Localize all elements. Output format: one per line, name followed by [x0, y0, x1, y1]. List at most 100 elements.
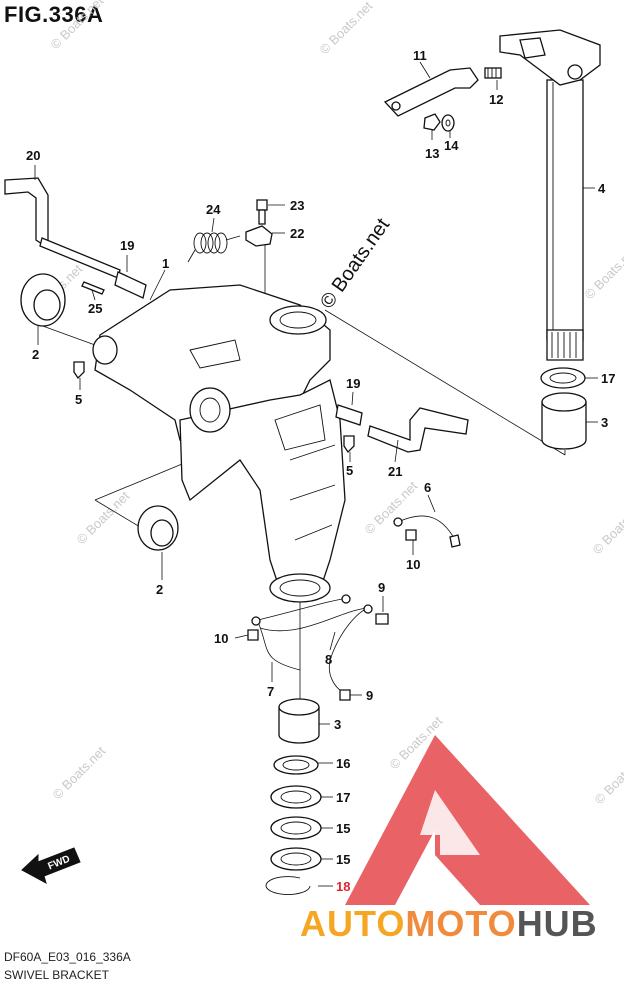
bushing-body — [33, 289, 61, 321]
guide-line — [324, 309, 566, 456]
washer-15 — [270, 816, 322, 840]
spring-part — [187, 232, 241, 263]
thrust-washer-part — [540, 367, 586, 389]
callout-23: 23 — [290, 198, 304, 213]
callout-24: 24 — [206, 202, 221, 217]
logo-word: AUTOMOTOHUB — [300, 903, 598, 944]
watermark: © Boats.net — [317, 0, 376, 57]
screw-part — [247, 629, 259, 641]
callout-7: 7 — [267, 684, 274, 699]
forward-direction-arrow: FWD — [21, 847, 81, 885]
pin-part — [335, 404, 363, 426]
bolt-part — [375, 613, 389, 625]
bolt-thread — [487, 68, 497, 78]
callout-15: 15 — [336, 852, 350, 867]
grease-nipple-part — [73, 361, 85, 380]
washer-15 — [270, 847, 322, 871]
leader — [234, 634, 249, 639]
washer-part — [441, 114, 455, 132]
callout-5: 5 — [75, 392, 82, 407]
column-bottom-bore-inner — [279, 579, 321, 597]
column-bottom-bore — [269, 573, 331, 603]
washer-inner — [282, 759, 310, 771]
pivot-bore — [199, 397, 221, 423]
ring-terminal — [251, 616, 261, 626]
leader — [427, 494, 436, 513]
nut-part — [423, 113, 441, 131]
yoke-slot — [519, 37, 546, 59]
bolt-part — [484, 67, 502, 79]
lever-right-part — [367, 407, 469, 453]
callout-17: 17 — [601, 371, 615, 386]
shaft-spline — [546, 329, 584, 361]
watermark-large: © Boats.net — [316, 214, 394, 313]
leader — [149, 269, 166, 301]
callout-8: 8 — [325, 652, 332, 667]
coil — [193, 232, 207, 254]
watermark: © Boats.net — [590, 498, 624, 557]
bolt-part — [339, 689, 351, 701]
callout-10: 10 — [406, 557, 420, 572]
sleeve-body — [278, 706, 320, 744]
sleeve-top — [541, 392, 587, 412]
callout-labels: 11 12 13 14 4 20 24 23 22 19 1 25 2 5 17… — [26, 48, 615, 894]
lever-part — [4, 177, 49, 245]
callout-12: 12 — [489, 92, 503, 107]
callout-14: 14 — [444, 138, 459, 153]
guide-line — [39, 324, 96, 346]
coil — [200, 232, 214, 254]
document-name: SWIVEL BRACKET — [4, 968, 109, 982]
bushing-part-upper — [20, 273, 66, 327]
bushing-sleeve-lower — [278, 698, 320, 744]
washer-inner — [549, 372, 577, 384]
watermark: © Boats.net — [592, 748, 624, 807]
clamp-part — [245, 225, 273, 247]
swivel-bracket-body — [92, 284, 346, 603]
callout-4: 4 — [598, 181, 606, 196]
callout-11: 11 — [413, 48, 427, 63]
small-pin-part — [81, 281, 105, 295]
column-top-bore-inner — [279, 311, 317, 329]
callout-5: 5 — [346, 463, 353, 478]
wire-part — [259, 607, 369, 691]
bushing-body — [150, 519, 174, 547]
bracket-web — [274, 404, 326, 451]
watermark: © Boats.net — [50, 743, 109, 802]
leader — [394, 439, 399, 463]
logo-word-hub: HUB — [517, 903, 598, 944]
callout-18: 18 — [336, 879, 350, 894]
watermark: © Boats.net — [582, 243, 624, 302]
sleeve-top — [278, 698, 320, 716]
callout-22: 22 — [290, 226, 304, 241]
callout-21: 21 — [388, 464, 402, 479]
callout-19: 19 — [346, 376, 360, 391]
bushing-sleeve-upper — [541, 392, 587, 450]
callout-3: 3 — [334, 717, 341, 732]
callout-1: 1 — [162, 256, 169, 271]
washer-inner — [280, 790, 312, 804]
screw-part — [405, 529, 417, 541]
leader — [419, 61, 431, 79]
leader — [91, 289, 96, 301]
logo-triangle-cutout — [420, 790, 480, 855]
callout-16: 16 — [336, 756, 350, 771]
watermark: © Boats.net — [362, 478, 421, 537]
wire-part — [257, 621, 301, 671]
pivot-boss-left — [92, 335, 118, 365]
callout-9: 9 — [366, 688, 373, 703]
callout-6: 6 — [424, 480, 431, 495]
callout-25: 25 — [88, 301, 102, 316]
callout-19: 19 — [120, 238, 134, 253]
callout-3: 3 — [601, 415, 608, 430]
automotohub-logo: AUTOMOTOHUB — [300, 735, 598, 944]
callout-leaders — [34, 61, 598, 887]
wire-end — [449, 534, 461, 548]
logo-word-auto: AUTO — [300, 903, 405, 944]
pin-part — [114, 271, 147, 299]
fwd-arrow-shape — [21, 847, 81, 885]
bushing-part-lower — [137, 505, 179, 551]
leader — [351, 391, 354, 406]
callout-15: 15 — [336, 821, 350, 836]
logo-triangle-left — [345, 735, 435, 905]
